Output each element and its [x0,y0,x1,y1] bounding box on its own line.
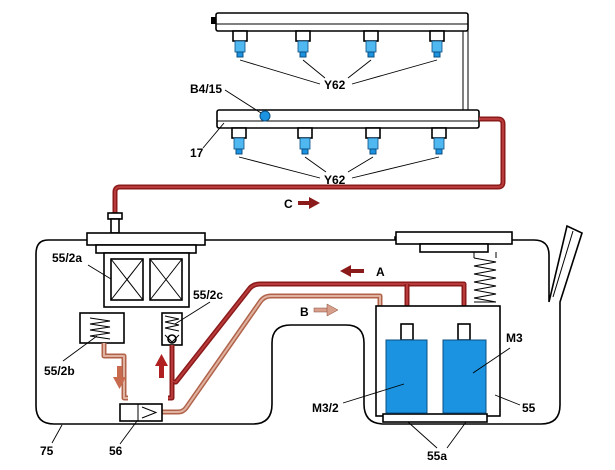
rail-17-label: 17 [190,146,204,160]
label-75: 75 [40,444,54,458]
y62-top-leaders [239,59,438,85]
label-m3: M3 [506,331,523,345]
flow-c-label: C [284,197,293,211]
y62-bottom-label: Y62 [324,173,346,187]
lower-injectors [231,127,447,155]
lower-fuel-rail [216,109,480,129]
y62-bottom-leaders [238,156,440,179]
injector-icon [363,30,379,58]
b4-15-label: B4/15 [190,82,222,96]
arrow-right-icon [313,303,339,317]
right-pump-flange [395,231,513,258]
injector-icon [297,127,313,155]
label-55: 55 [522,401,536,415]
injector-icon [232,30,248,58]
label-56: 56 [109,444,123,458]
arrow-up-icon [155,354,168,378]
label-m3-2: M3/2 [312,401,339,415]
flow-b-label: B [300,305,309,319]
pressure-sensor-icon [259,110,271,122]
label-55-2b: 55/2b [44,364,75,378]
pressure-regulator-55-2b [79,312,125,344]
left-pump-flange [86,232,206,254]
check-valve-55-2c [161,312,183,346]
injector-icon [365,127,381,155]
jet-pump-56 [119,403,163,422]
module-spring-icon [473,257,497,303]
fuel-pump-m3-2 [385,323,428,414]
label-55a: 55a [427,449,447,463]
injector-icon [431,127,447,155]
label-55-2a: 55/2a [52,251,82,265]
fuel-pump-m3 [442,323,487,414]
arrow-right-icon [298,197,320,209]
feed-line-c [107,116,506,234]
y62-top-label: Y62 [324,78,346,92]
label-55-2c: 55/2c [193,288,223,302]
fuel-filter-55-2a [103,252,190,308]
injector-icon [231,127,247,155]
flow-a-label: A [376,265,385,279]
return-line-b [101,293,383,415]
injector-icon [429,30,445,58]
arrow-left-icon [340,265,364,277]
upper-fuel-rail [211,12,469,112]
upper-injectors [232,30,445,58]
arrow-down-icon [113,366,126,389]
injector-icon [295,30,311,58]
